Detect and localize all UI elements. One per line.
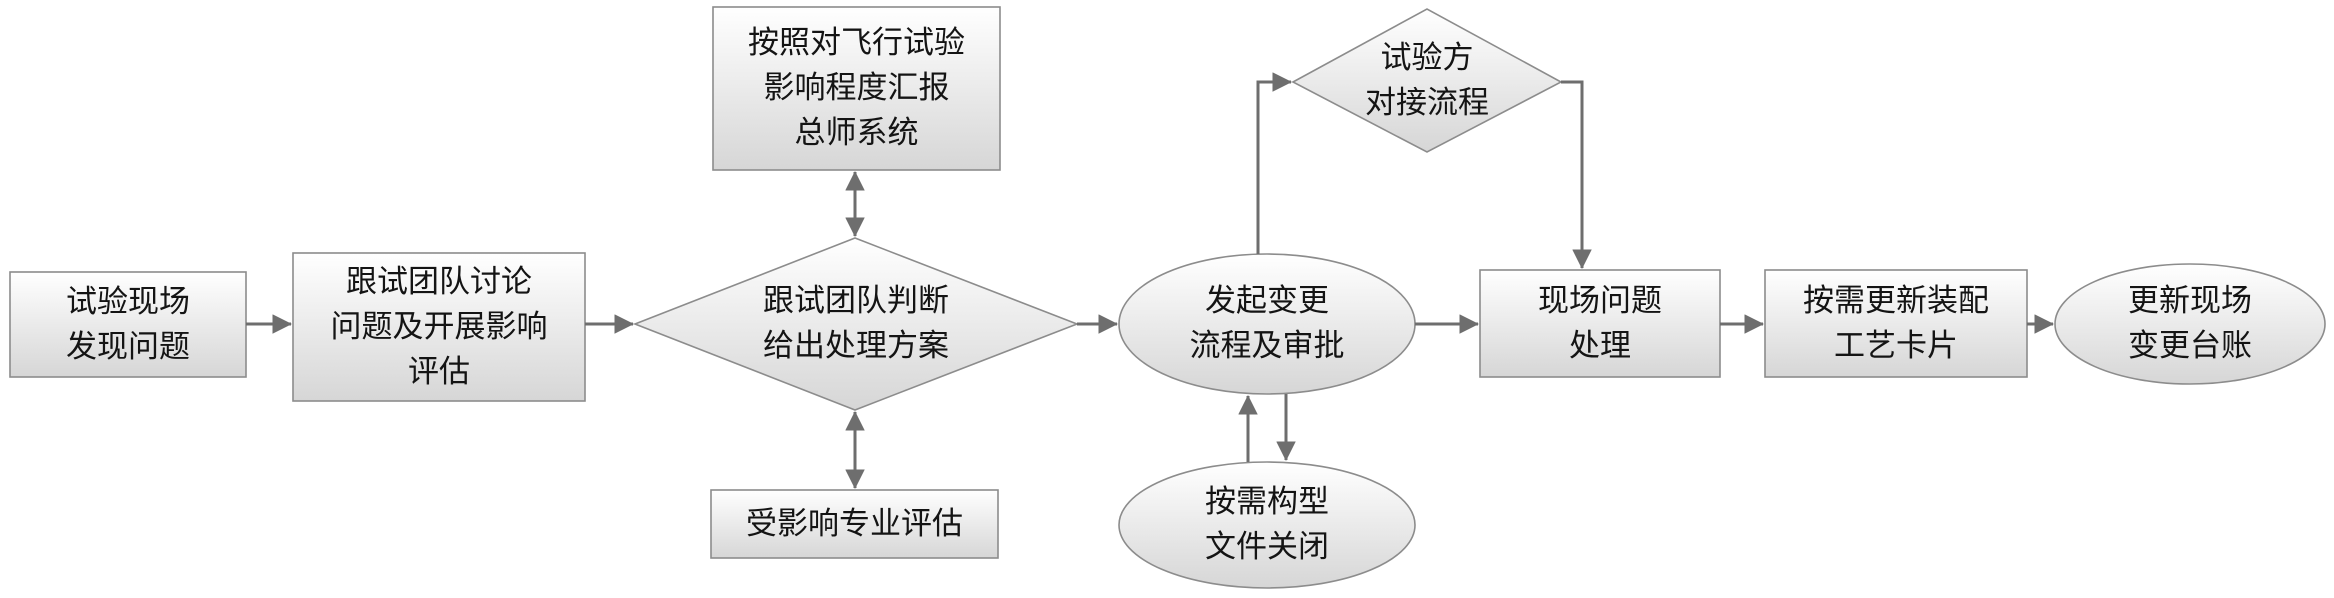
- tester-process-label: 试验方 对接流程: [1293, 9, 1561, 152]
- update-ledger-line: 变更台账: [2128, 328, 2252, 364]
- config-close-label: 按需构型 文件关闭: [1119, 462, 1415, 588]
- update-card-label: 按需更新装配 工艺卡片: [1765, 270, 2027, 377]
- report-chief-box: [712, 6, 1001, 171]
- update-ledger-line: 更新现场: [2128, 283, 2252, 319]
- team-discussion-box: [292, 252, 586, 402]
- site-handling-line: 现场问题: [1538, 282, 1662, 319]
- team-discussion-label: 跟试团队讨论 问题及开展影响 评估: [293, 253, 585, 401]
- site-issue-box: [9, 271, 247, 378]
- change-approval-line: 发起变更: [1205, 283, 1329, 319]
- team-decision-line: 给出处理方案: [763, 328, 949, 364]
- report-chief-line: 按照对飞行试验: [748, 25, 965, 61]
- site-issue-label: 试验现场 发现问题: [10, 272, 246, 377]
- report-chief-line: 总师系统: [794, 115, 919, 151]
- config-close-ellipse: [1118, 461, 1416, 589]
- update-card-box: [1764, 269, 2028, 378]
- config-close-line: 文件关闭: [1205, 529, 1329, 565]
- update-card-line: 按需更新装配: [1803, 282, 1989, 319]
- report-chief-line: 影响程度汇报: [763, 70, 950, 106]
- site-handling-box: [1479, 269, 1721, 378]
- config-close-line: 按需构型: [1205, 484, 1329, 520]
- site-handling-label: 现场问题 处理: [1480, 270, 1720, 377]
- team-decision-label: 跟试团队判断 给出处理方案: [635, 238, 1077, 410]
- specialty-eval-box: [710, 489, 999, 559]
- tester-process-line: 对接流程: [1365, 84, 1489, 121]
- site-handling-line: 处理: [1569, 327, 1631, 364]
- site-issue-line: 试验现场: [66, 283, 190, 320]
- tester-process-line: 试验方: [1380, 39, 1474, 76]
- arrow-tester-to-handling: [1561, 80, 1592, 269]
- report-chief-label: 按照对飞行试验 影响程度汇报 总师系统: [713, 7, 1000, 170]
- update-ledger-ellipse: [2054, 263, 2326, 385]
- change-approval-line: 流程及审批: [1189, 328, 1345, 364]
- specialty-eval-label: 受影响专业评估: [711, 490, 998, 558]
- site-issue-line: 发现问题: [66, 328, 190, 365]
- update-ledger-label: 更新现场 变更台账: [2055, 264, 2325, 384]
- change-approval-label: 发起变更 流程及审批: [1119, 254, 1415, 394]
- team-discussion-line: 问题及开展影响: [330, 308, 548, 345]
- team-decision-line: 跟试团队判断: [763, 283, 949, 319]
- team-discussion-line: 跟试团队讨论: [346, 263, 532, 300]
- update-card-line: 工艺卡片: [1834, 327, 1958, 364]
- arrow-change-to-tester: [1256, 72, 1292, 254]
- specialty-eval-line: 受影响专业评估: [746, 505, 963, 542]
- team-discussion-line: 评估: [408, 353, 470, 390]
